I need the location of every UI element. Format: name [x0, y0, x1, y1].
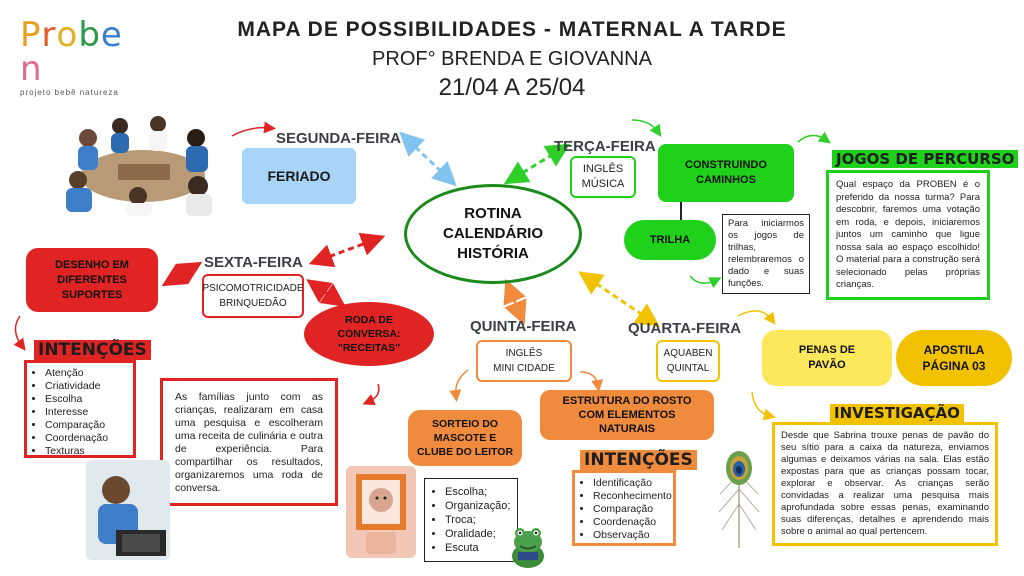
logo-tagline: projeto bebê natureza [20, 88, 119, 97]
list-item: Troca; [445, 513, 513, 527]
tuesday-label: TERÇA-FEIRA [554, 138, 656, 155]
list-item: Comparação [593, 503, 671, 516]
list-item: Texturas [45, 445, 131, 458]
list-item: Comparação [45, 419, 131, 432]
children-circle-photo [48, 108, 226, 216]
drawing-supports-box: DESENHO EM DIFERENTES SUPORTES [26, 248, 158, 312]
child-drawing-photo [86, 460, 170, 560]
list-item: Coordenação [593, 516, 671, 529]
thursday-intentions-list: Identificação Reconhecimento Comparação … [577, 477, 672, 542]
list-item: Interesse [45, 406, 131, 419]
friday-intentions-title: INTENÇÕES [34, 340, 151, 360]
list-item: Coordenação [45, 432, 131, 445]
teachers-subtitle: PROF° BRENDA E GIOVANNA [372, 48, 652, 70]
friday-intentions-list: Atenção Criatividade Escolha Interesse C… [29, 367, 131, 458]
building-paths-box: CONSTRUINDO CAMINHOS [658, 144, 794, 202]
mascot-list: Escolha; Organização; Troca; Oralidade; … [429, 485, 513, 555]
friday-subjects-box: PSICOMOTRICIDADE BRINQUEDÃO [202, 274, 304, 318]
face-structure-box: ESTRUTURA DO ROSTO COM ELEMENTOS NATURAI… [540, 390, 714, 440]
list-item: Escolha; [445, 485, 513, 499]
tuesday-subjects-box: INGLÊS MÚSICA [570, 156, 636, 198]
list-item: Criatividade [45, 380, 131, 393]
list-item: Observação [593, 529, 671, 542]
trilha-box: TRILHA [624, 220, 716, 260]
mascot-draw-box: SORTEIO DO MASCOTE E CLUBE DO LEITOR [408, 410, 522, 466]
investigation-text: Desde que Sabrina trouxe penas de pavão … [772, 422, 998, 546]
friday-intentions-box: Atenção Criatividade Escolha Interesse C… [24, 360, 136, 458]
peacock-feathers-box: PENAS DE PAVÃO [762, 330, 892, 386]
face-craft-photo [346, 466, 416, 558]
thursday-label: QUINTA-FEIRA [470, 318, 577, 335]
monday-label: SEGUNDA-FEIRA [276, 130, 402, 147]
page-title: MAPA DE POSSIBILIDADES - MATERNAL A TARD… [237, 18, 787, 41]
conversation-circle-box: RODA DE CONVERSA: "RECEITAS" [304, 302, 434, 366]
wednesday-label: QUARTA-FEIRA [628, 320, 742, 337]
games-text: Qual espaço da PROBEN é o preferido da n… [826, 170, 990, 300]
thursday-subjects-box: INGLÊS MINI CIDADE [476, 340, 572, 382]
wednesday-subjects-box: AQUABEN QUINTAL [656, 340, 720, 382]
list-item: Identificação [593, 477, 671, 490]
games-title: JOGOS DE PERCURSO [832, 150, 1019, 168]
friday-label: SEXTA-FEIRA [204, 254, 303, 271]
list-item: Reconhecimento [593, 490, 672, 503]
list-item: Oralidade; [445, 527, 513, 541]
apostila-box: APOSTILA PÁGINA 03 [896, 330, 1012, 386]
logo-wordmark: Proben [20, 15, 123, 89]
mascot-list-box: Escolha; Organização; Troca; Oralidade; … [424, 478, 518, 562]
list-item: Escolha [45, 393, 131, 406]
peacock-feather-image [716, 444, 762, 548]
investigation-title: INVESTIGAÇÃO [830, 404, 964, 422]
proben-logo: Proben projeto bebê natureza [20, 18, 140, 97]
tuesday-connector-line [680, 202, 682, 220]
routine-center-ellipse: ROTINA CALENDÁRIO HISTÓRIA [404, 184, 582, 284]
thursday-intentions-box: Identificação Reconhecimento Comparação … [572, 470, 676, 546]
trilha-note: Para iniciarmos os jogos de trilhas, rel… [722, 214, 810, 294]
date-range: 21/04 A 25/04 [438, 74, 586, 101]
recipes-text: As famílias junto com as crianças, reali… [160, 378, 338, 506]
list-item: Escuta [445, 541, 513, 555]
frog-mascot-image [508, 522, 548, 568]
monday-holiday-box: FERIADO [242, 148, 356, 204]
list-item: Organização; [445, 499, 513, 513]
list-item: Atenção [45, 367, 131, 380]
thursday-intentions-title: INTENÇÕES [580, 450, 697, 470]
